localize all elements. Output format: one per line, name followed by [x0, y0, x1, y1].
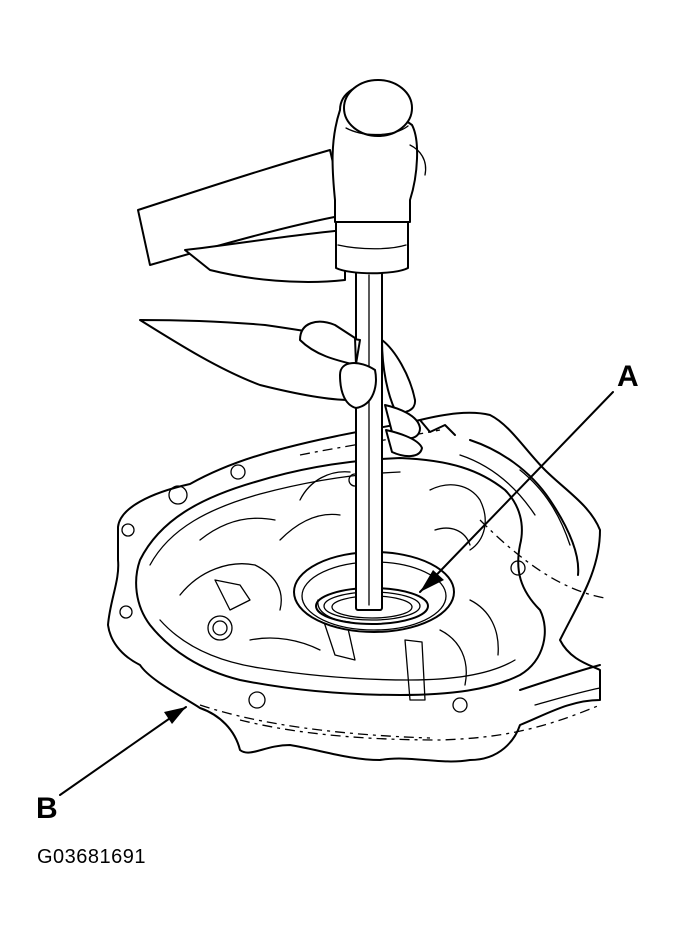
leader-arrow-b	[59, 706, 187, 796]
leader-arrow-a	[419, 391, 614, 593]
callout-label-b: B	[36, 792, 58, 825]
callout-label-a: A	[617, 360, 639, 393]
figure-code: G03681691	[37, 846, 147, 868]
hammer-icon	[137, 79, 427, 611]
